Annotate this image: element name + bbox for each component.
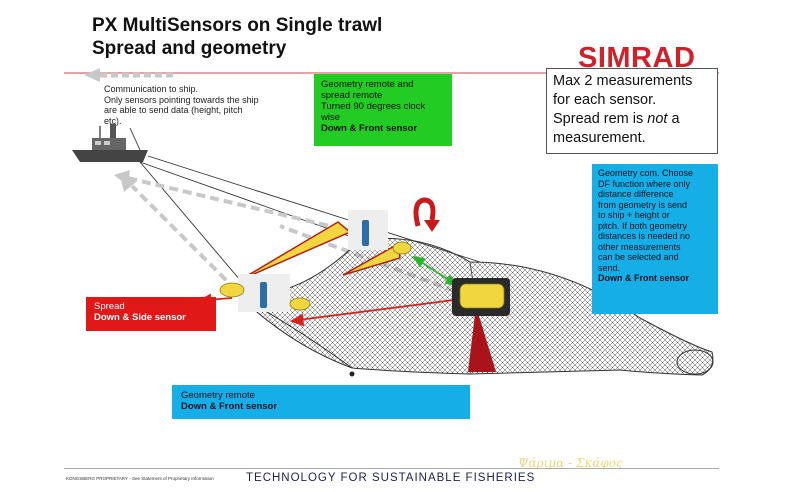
spread-sensor-box: Spread Down & Side sensor	[86, 297, 216, 331]
title-line-2: Spread and geometry	[92, 38, 287, 59]
communication-label: Communication to ship. Only sensors poin…	[104, 84, 259, 126]
watermark-text: Ψάριμα - Σκάφος	[518, 456, 623, 470]
measurement-note-box: Max 2 measurements for each sensor. Spre…	[546, 68, 718, 154]
rotate-arrow-icon	[413, 197, 440, 232]
geometry-spread-remote-box: Geometry remote and spread remote Turned…	[314, 74, 452, 146]
sensor-geometry-remote	[348, 210, 412, 255]
proprietary-note: KONGSBERG PROPRIETARY - See Statement of…	[66, 476, 214, 481]
footer-tagline: TECHNOLOGY FOR SUSTAINABLE FISHERIES	[246, 472, 536, 484]
sensor-geometry-com	[452, 278, 510, 316]
beam-patterns	[239, 221, 401, 281]
communication-arrow	[84, 68, 176, 82]
title-line-1: PX MultiSensors on Single trawl	[92, 15, 383, 36]
dashed-arrow-heads	[114, 170, 136, 192]
geometry-remote-box: Geometry remote Down & Front sensor	[172, 385, 470, 419]
footer-divider	[64, 468, 719, 469]
slide-title: PX MultiSensors on Single trawl Spread a…	[92, 14, 382, 60]
sensor-spread	[219, 274, 311, 312]
ship-icon	[72, 124, 148, 162]
geometry-com-box: Geometry com. Choose DF function where o…	[592, 164, 718, 314]
down-beam	[468, 306, 496, 372]
note-line-3: Spread rem is not a	[553, 111, 680, 127]
title-divider	[64, 72, 719, 74]
